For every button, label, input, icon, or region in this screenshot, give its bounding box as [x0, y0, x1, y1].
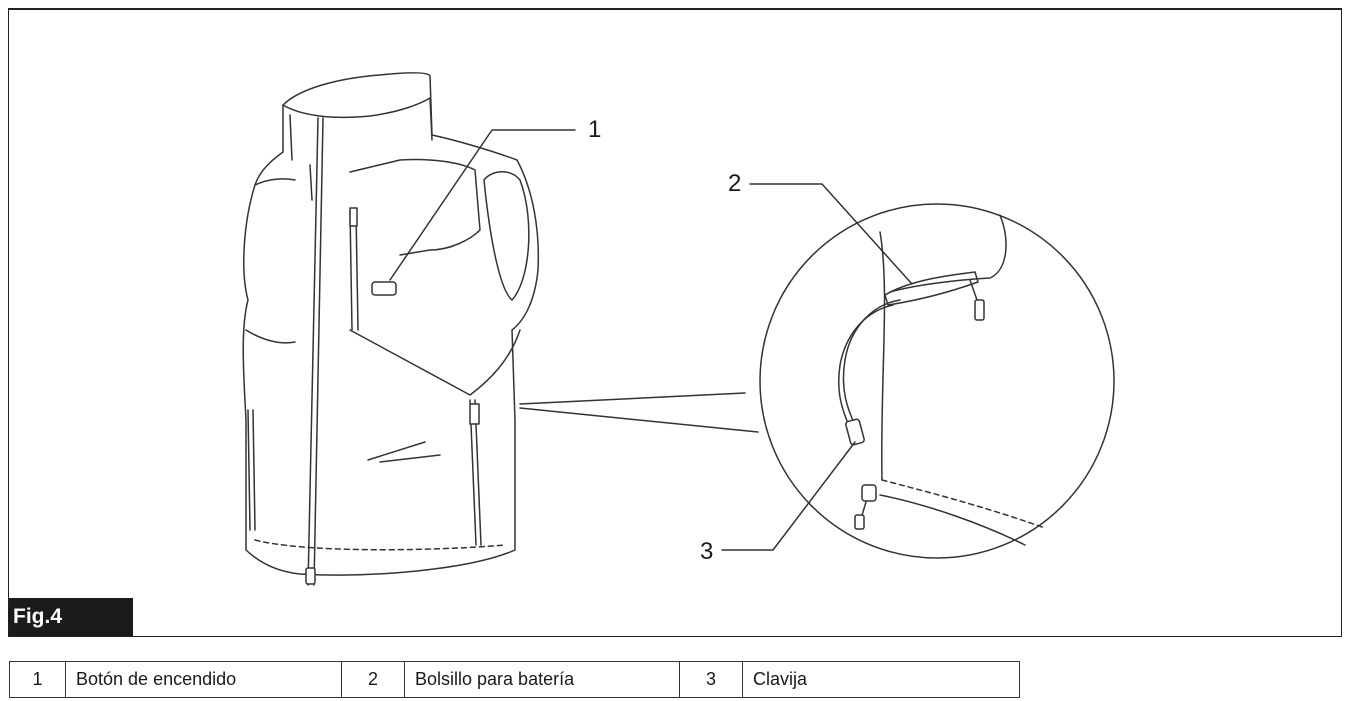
- magnifier-circle: [759, 203, 1115, 559]
- legend-text-1: Botón de encendido: [65, 661, 342, 698]
- leader-line-3: [721, 441, 856, 551]
- legend-number-3: 3: [679, 661, 743, 698]
- vest-zipper: [307, 117, 324, 586]
- vest-body: [242, 72, 540, 576]
- vest-collar: [282, 97, 431, 119]
- callout-3: 3: [700, 538, 714, 565]
- figure-frame: [8, 8, 1342, 637]
- legend-number-2: 2: [341, 661, 405, 698]
- figure-label: Fig.4: [9, 598, 133, 636]
- plug-shape: [845, 418, 865, 446]
- legend-table: 1 Botón de encendido 2 Bolsillo para bat…: [9, 661, 1020, 698]
- callout-2: 2: [728, 170, 742, 197]
- leader-line-2: [749, 183, 913, 285]
- leader-line-1: [389, 129, 576, 281]
- legend-text-3: Clavija: [742, 661, 1020, 698]
- legend-row: 1 Botón de encendido 2 Bolsillo para bat…: [9, 661, 1020, 698]
- legend-text-2: Bolsillo para batería: [404, 661, 680, 698]
- cable: [842, 299, 901, 426]
- callout-1: 1: [588, 116, 602, 143]
- battery-pocket-shape: [884, 271, 979, 306]
- power-button-shape: [371, 281, 397, 296]
- legend-number-1: 1: [9, 661, 66, 698]
